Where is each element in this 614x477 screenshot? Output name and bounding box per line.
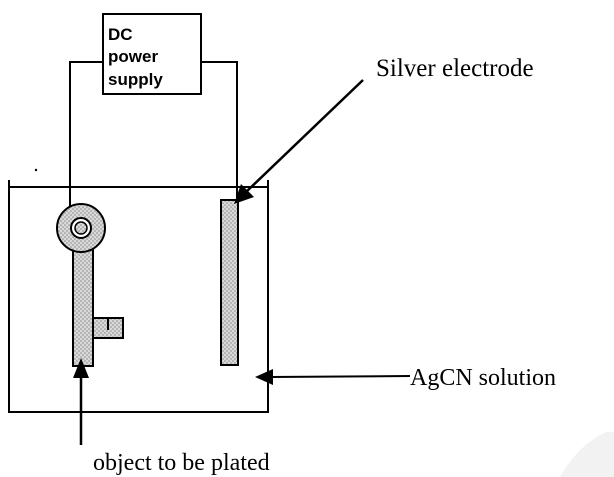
power-supply-label-line2: power — [108, 47, 158, 66]
object-arrowhead — [73, 358, 89, 378]
dc-power-supply: DC power supply — [102, 13, 202, 95]
object-to-be-plated-callout: object to be plated — [73, 358, 270, 476]
object-to-be-plated-label: object to be plated — [93, 450, 270, 476]
key-ring-inner — [74, 221, 88, 235]
power-supply-box — [102, 13, 202, 95]
agcn-solution-label: AgCN solution — [410, 365, 556, 391]
power-supply-label-line3: supply — [108, 70, 163, 89]
silver-electrode — [220, 199, 239, 366]
power-supply-label-line1: DC — [108, 25, 133, 44]
speck — [34, 168, 38, 172]
silver-electrode-label: Silver electrode — [376, 55, 534, 82]
agcn-solution-arrowhead — [255, 369, 273, 385]
corner-watermark — [560, 432, 614, 477]
silver-electrode-arrow-line — [245, 79, 364, 193]
object-to-be-plated — [56, 203, 124, 367]
wires — [69, 61, 238, 212]
silver-electrode-callout: Silver electrode — [234, 55, 534, 204]
wire-to-anode — [201, 61, 238, 200]
electrolyte-tank — [8, 168, 269, 413]
wire-to-cathode — [69, 61, 103, 212]
agcn-solution-callout: AgCN solution — [255, 365, 556, 391]
agcn-solution-arrow-line — [269, 375, 411, 378]
key-shaft — [72, 247, 94, 367]
tank-outline — [8, 180, 269, 413]
silver-electrode-bar — [220, 199, 239, 366]
silver-electrode-arrowhead — [234, 184, 254, 204]
